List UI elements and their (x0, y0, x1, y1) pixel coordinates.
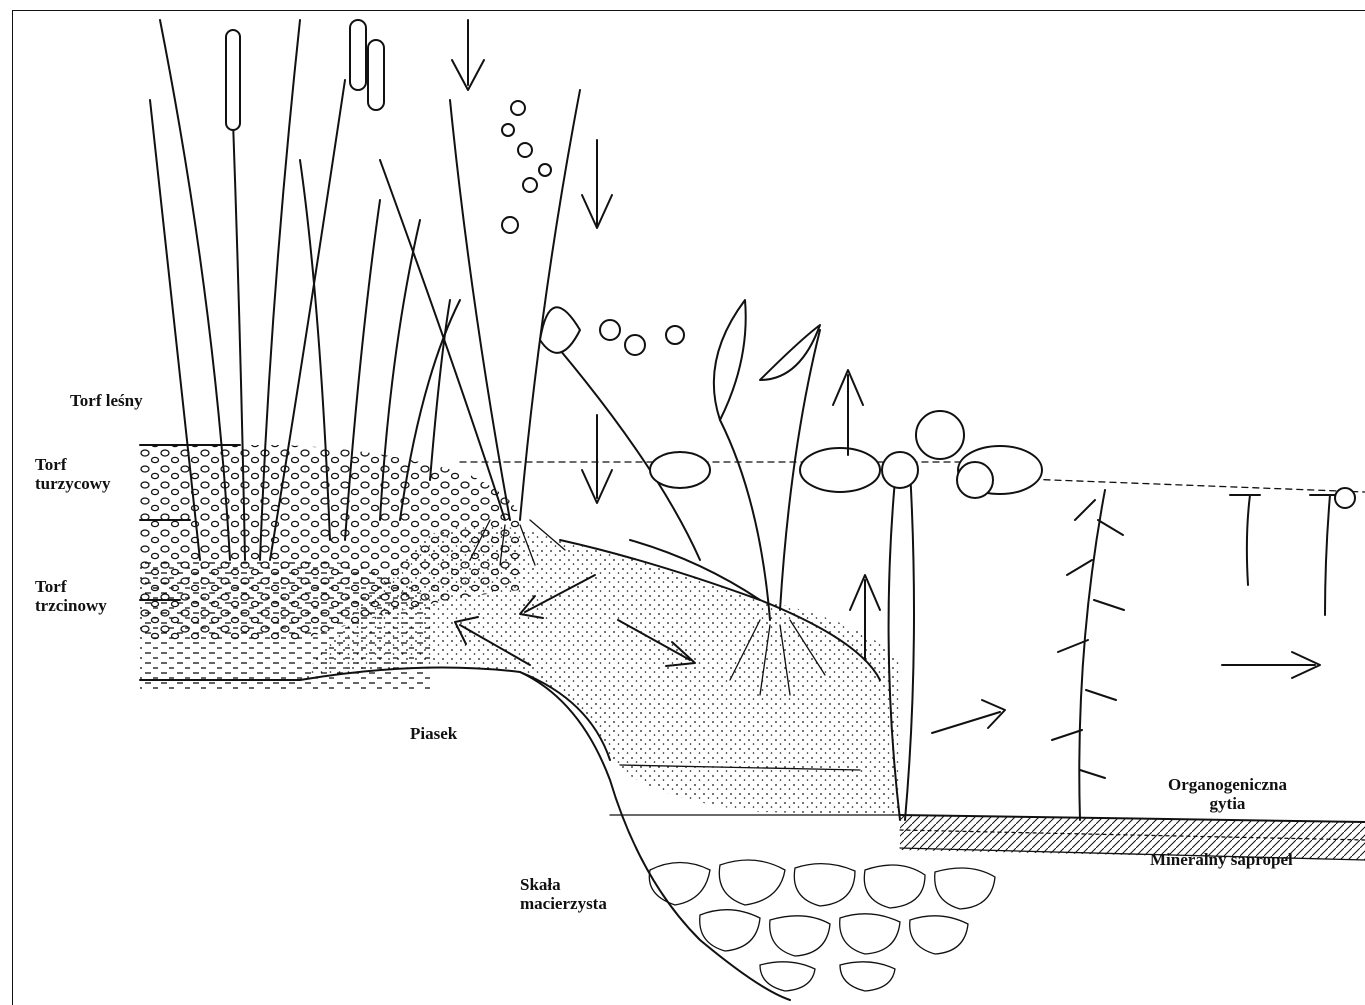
label-reed-peat: Torf trzcinowy (35, 577, 107, 615)
arrow-down-3 (582, 415, 612, 503)
arrow-up-right (932, 700, 1005, 733)
label-bedrock: Skała macierzysta (520, 875, 607, 913)
floating-plants (1230, 488, 1355, 615)
label-sand: Piasek (410, 724, 457, 743)
label-sedge-peat: Torf turzycowy (35, 455, 111, 493)
arrow-down-1 (452, 20, 484, 90)
label-organic-gyttja: Organogeniczna gytia (1168, 775, 1287, 813)
label-forest-peat: Torf leśny (70, 391, 143, 410)
arrow-up-1 (833, 370, 863, 455)
lake-bottom-sediments (900, 815, 1365, 860)
label-mineral-sapropel: Mineralny sapropel (1150, 850, 1293, 869)
submerged-hornwort (1052, 490, 1124, 820)
arrow-right (1222, 652, 1320, 678)
arrow-down-2 (582, 140, 612, 228)
